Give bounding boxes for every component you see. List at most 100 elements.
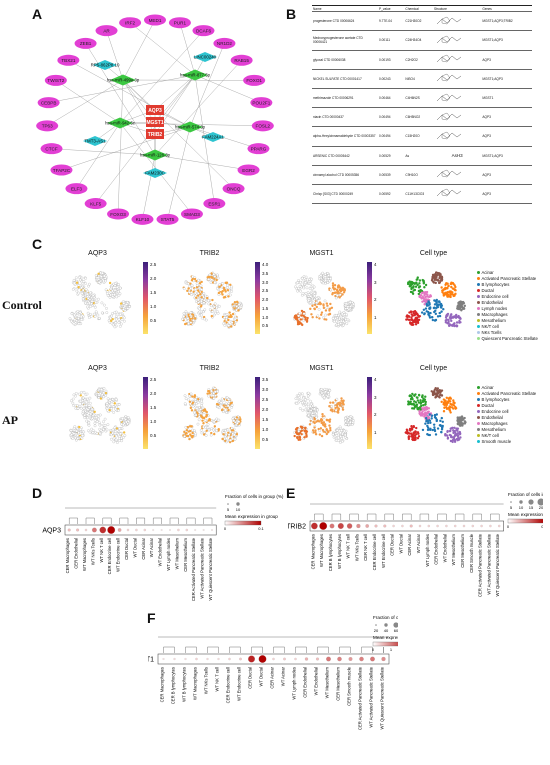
umap-cell-point [452, 431, 455, 435]
umap-cell-point [451, 403, 454, 406]
umap-cell-point [448, 323, 452, 326]
umap-cell-point [306, 394, 310, 398]
umap-cell-point [306, 397, 310, 401]
umap-cell-point [72, 432, 76, 435]
umap-cell-point [100, 301, 104, 305]
umap-cell-point [191, 313, 194, 316]
target-node-label: TP63 [42, 124, 53, 129]
lncrna-node-label: FAM230C [145, 171, 165, 176]
dotplot-category-label: WT Endothelial [158, 538, 163, 566]
umap-cell-point [447, 320, 450, 323]
target-node-label: PUR1 [174, 20, 187, 25]
umap-cell-point [454, 285, 457, 289]
dotplot-category-label: WT NKs Tcells [204, 667, 209, 694]
colorbar-tick: 3.5 [262, 270, 269, 276]
umap-cell-point [426, 428, 430, 432]
umap-cell-point [418, 295, 421, 298]
dotplot-category-label: WT Mesothelium [451, 533, 456, 565]
umap-cell-point [111, 428, 115, 432]
umap-cell-point [94, 305, 97, 309]
umap-cell-point [298, 407, 302, 410]
umap-cell-point [324, 309, 328, 312]
umap-cell-point [102, 420, 105, 424]
umap-cell-point [352, 419, 355, 422]
umap-cell-point [102, 387, 106, 390]
network-edge [129, 22, 196, 76]
umap-cell-point [308, 404, 312, 408]
umap-cell-point [217, 399, 221, 403]
legend-swatch [477, 331, 480, 334]
umap-cell-point [333, 401, 337, 405]
dotplot-category-label: CER Endocrine cell [226, 667, 231, 703]
umap-cell-point [329, 277, 332, 280]
umap-cell-point [337, 322, 340, 326]
colorbar-tick: 1 [374, 429, 377, 435]
dotplot-dot [462, 524, 466, 528]
molecule-ring [441, 131, 451, 140]
dotplot-category-label: WT Endothelial [314, 667, 319, 695]
umap-cell-point [426, 424, 429, 428]
umap-cell-point [427, 416, 431, 420]
umap-cell-point [318, 317, 321, 320]
umap-cell-point [297, 429, 301, 433]
umap-cell-point [416, 320, 420, 323]
molecule-bond [436, 75, 462, 82]
umap-cell-point [300, 309, 304, 313]
celltype-legend-item: Mesothelium [477, 318, 506, 323]
umap-cell-point [305, 430, 309, 433]
dotplot-dot [258, 655, 267, 663]
umap-cell-point [335, 404, 339, 407]
mirna-node [182, 69, 208, 81]
umap-cell-point [201, 406, 205, 410]
umap-cell-point [186, 426, 190, 429]
fraction-legend-dot [375, 624, 377, 626]
umap-cell-point [199, 428, 203, 432]
umap-cell-point [202, 422, 205, 425]
dotplot-category-label: CER Endothelial [434, 534, 439, 565]
umap-cell-point [191, 275, 194, 279]
col-header-chemical: Chemical [404, 5, 433, 13]
table-cell-pvalue: 0.00592 [378, 184, 405, 205]
umap-cell-point [232, 419, 236, 423]
legend-label: Acinar [481, 270, 494, 275]
umap-cell-point [216, 276, 220, 280]
panel-label-e: E [286, 485, 296, 501]
umap-cell-point [440, 279, 444, 282]
umap-cell-point [229, 315, 232, 319]
dotplot-dot [471, 524, 474, 528]
umap-cell-point [337, 284, 340, 287]
dotplot-category-label: WT NKs Tcells [90, 538, 95, 565]
umap-cell-point [417, 318, 421, 322]
dendrogram-branch [317, 646, 329, 653]
legend-swatch [477, 434, 480, 437]
umap-cell-point [436, 389, 440, 393]
umap-cell-point [455, 321, 459, 324]
target-node-label: ZEB1 [80, 41, 92, 46]
umap-cell-point [440, 430, 443, 434]
umap-cell-point [105, 311, 109, 314]
umap-cell-point [123, 316, 126, 320]
umap-cell-point [183, 435, 186, 438]
umap-cell-point [71, 401, 75, 405]
umap-cell-point [412, 424, 415, 428]
umap-cell-point [216, 287, 219, 290]
umap-cell-point [119, 312, 122, 316]
umap-cell-point [229, 430, 232, 434]
dotplot-dot [184, 657, 187, 661]
legend-label: NK/T cell [481, 324, 499, 329]
umap-cell-point [425, 303, 429, 306]
table-cell-chemical: C24H34O4 [404, 30, 433, 51]
umap-cell-point [435, 274, 438, 278]
umap-cell-point [191, 428, 194, 432]
umap-cell-point [121, 423, 125, 427]
umap-cell-point [407, 400, 410, 403]
umap-cell-point [104, 389, 108, 393]
umap-cell-point [440, 394, 444, 397]
molecule-structure-icon [436, 35, 462, 44]
fraction-legend-dot [227, 503, 229, 505]
dendrogram-branch [361, 646, 373, 653]
table-cell-name: progesterone CTD 00006624 [312, 11, 378, 32]
